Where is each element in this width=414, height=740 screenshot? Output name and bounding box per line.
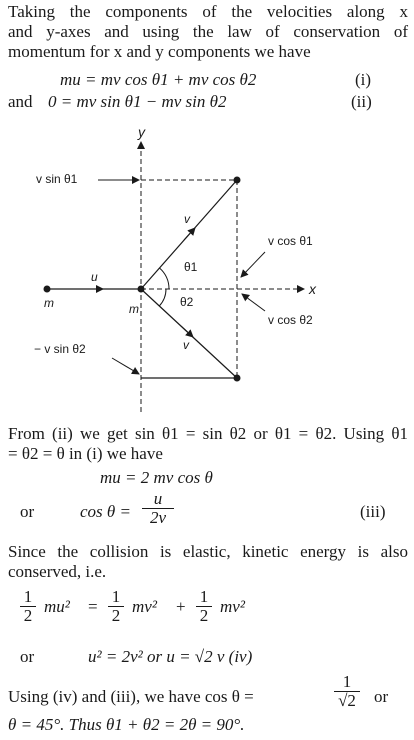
equation-iii-lhs: cos θ =: [80, 502, 131, 521]
m-left-label: m: [44, 296, 54, 310]
fraction-numerator: 1: [334, 673, 360, 692]
from-ii-line: From (ii) we get sin θ1 = sin θ2 or θ1 =…: [8, 424, 408, 443]
y-axis-label: y: [138, 124, 145, 140]
velocity-lower-arrow: [180, 325, 194, 338]
equation-iii-prefix: or: [20, 502, 35, 521]
x-axis-label: x: [309, 281, 316, 297]
final-line-1-or: or: [374, 687, 389, 706]
equation-iv-prefix: or: [20, 647, 35, 666]
equation-iii-fraction: u 2v: [142, 490, 174, 527]
fraction-denominator: 2: [23, 606, 33, 625]
equation-ii-prefix: and: [8, 92, 33, 111]
v-cos-theta2-label: v cos θ2: [268, 313, 313, 327]
u-label: u: [91, 270, 98, 284]
since-line: conserved, i.e.: [8, 562, 107, 581]
ke-plus: +: [176, 597, 186, 616]
since-paragraph: Since the collision is elastic, kinetic …: [8, 542, 408, 582]
final-line-2: θ = 45°. Thus θ1 + θ2 = 2θ = 90°.: [8, 715, 245, 734]
fraction-numerator: 1: [20, 588, 36, 607]
theta2-arc: [158, 288, 167, 307]
ke-term-2: mv²: [132, 597, 157, 616]
v-lower-label: v: [183, 338, 189, 352]
ke-term-3: mv²: [220, 597, 245, 616]
fraction-denominator: 2: [111, 606, 121, 625]
intro-paragraph: Taking the components of the velocities …: [8, 2, 408, 62]
equation-iii-tag: (iii): [360, 502, 386, 521]
fraction-numerator: 1: [108, 588, 124, 607]
mass-initial: [43, 285, 51, 293]
theta1-arc: [159, 267, 170, 290]
ke-half-2: 1 2: [108, 588, 124, 625]
final-line-1: Using (iv) and (iii), we have cos θ =: [8, 687, 254, 706]
from-ii-paragraph: From (ii) we get sin θ1 = sin θ2 or θ1 =…: [8, 424, 408, 464]
equation-iv: u² = 2v² or u = √2 v (iv): [88, 647, 253, 666]
minus-v-sin-theta2-label: − v sin θ2: [34, 342, 86, 356]
fraction-denominator: 2v: [149, 508, 167, 527]
fraction-denominator: 2: [199, 606, 209, 625]
v-sin-theta1-label: v sin θ1: [36, 172, 78, 186]
theta2-label: θ2: [180, 295, 194, 309]
fraction-numerator: u: [142, 490, 174, 509]
fraction-numerator: 1: [196, 588, 212, 607]
equation-ii-tag: (ii): [351, 92, 372, 111]
ke-term-1: mu²: [44, 597, 70, 616]
equation-i-tag: (i): [355, 70, 372, 89]
pointer-vcos1: [240, 251, 266, 278]
intro-line: and y-axes and using the law of conserva…: [8, 22, 408, 41]
equation-i: mu = mv cos θ1 + mv cos θ2: [60, 70, 257, 89]
since-line: Since the collision is elastic, kinetic …: [8, 542, 408, 561]
intro-line: momentum for x and y components we have: [8, 42, 311, 61]
from-ii-line: = θ2 = θ in (i) we have: [8, 444, 163, 463]
ke-half-1: 1 2: [20, 588, 36, 625]
pointer-vsin2: [111, 357, 140, 375]
v-cos-theta1-label: v cos θ1: [268, 234, 313, 248]
equation-ii: 0 = mv sin θ1 − mv sin θ2: [48, 92, 227, 111]
velocity-upper-arrow: [183, 227, 196, 241]
ke-equals: =: [88, 597, 98, 616]
v-upper-label: v: [184, 212, 190, 226]
theta1-label: θ1: [184, 260, 198, 274]
ke-half-3: 1 2: [196, 588, 212, 625]
fraction-denominator: √2: [338, 691, 356, 710]
final-fraction: 1 √2: [334, 673, 360, 710]
equation-mu: mu = 2 mv cos θ: [100, 468, 213, 487]
intro-line: Taking the components of the velocities …: [8, 2, 408, 21]
m-center-label: m: [129, 302, 139, 316]
pointer-vcos2: [241, 293, 266, 312]
